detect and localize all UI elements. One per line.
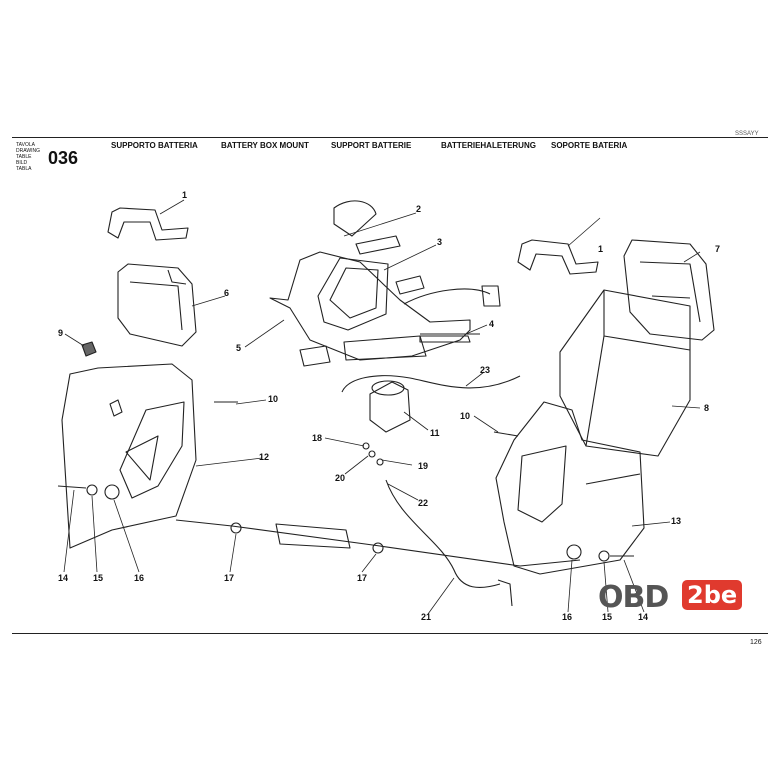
regulator-assembly — [269, 200, 501, 367]
callout-label: 14 — [638, 612, 648, 622]
callout-label: 19 — [418, 461, 428, 471]
callout-label: 4 — [489, 319, 494, 329]
callout-label: 13 — [671, 516, 681, 526]
nut-part-left — [104, 484, 120, 500]
callout-label: 7 — [715, 244, 720, 254]
title-english: BATTERY BOX MOUNT — [221, 141, 309, 150]
callout-label: 20 — [335, 473, 345, 483]
drawing-label: TABLA — [16, 166, 32, 172]
callout-label: 3 — [437, 237, 442, 247]
nut-part-right — [566, 544, 582, 560]
fastener-part-20 — [368, 450, 376, 458]
bracket-part-left — [107, 207, 189, 241]
fastener-part-19 — [376, 458, 384, 466]
title-italian: SUPPORTO BATTERIA — [111, 141, 198, 150]
callout-label: 12 — [259, 452, 269, 462]
drawing-label: TABLE — [16, 154, 32, 160]
callout-label: 11 — [430, 428, 440, 438]
callout-labels: 1 2 3 4 5 6 7 8 9 10 11 12 13 14 15 16 1… — [58, 190, 720, 622]
drawing-label: TAVOLA — [16, 142, 35, 148]
washer-part-right — [372, 542, 384, 554]
screw-part-10-right — [493, 431, 519, 437]
page-number: 126 — [750, 639, 762, 646]
drawing-label: DRAWING — [16, 148, 40, 154]
drawing-label-block: TAVOLA DRAWING TABLE BILD TABLA — [16, 142, 40, 172]
relay-part — [369, 380, 411, 433]
callout-label: 15 — [602, 612, 612, 622]
mount-plate-left — [61, 363, 197, 549]
bracket-part-right — [517, 239, 599, 275]
callout-label: 1 — [598, 244, 603, 254]
spacer-part-right — [598, 550, 610, 562]
callout-label: 2 — [416, 204, 421, 214]
callout-label: 22 — [418, 498, 428, 508]
cover-part-left — [117, 263, 197, 347]
battery-part — [559, 289, 691, 457]
watermark-logo: OBD 2be — [598, 578, 743, 615]
pad-part — [81, 341, 97, 357]
callout-label: 10 — [268, 394, 278, 404]
mount-plate-right — [495, 401, 645, 575]
drawing-code: 036 — [48, 148, 79, 168]
watermark-2be: 2be — [682, 580, 743, 610]
title-spanish: SOPORTE BATERIA — [551, 141, 628, 150]
callout-label: 9 — [58, 328, 63, 338]
callout-label: 17 — [357, 573, 367, 583]
callout-label: 5 — [236, 343, 241, 353]
callout-label: 6 — [224, 288, 229, 298]
washer-part-left — [230, 522, 242, 534]
cable-terminal — [497, 579, 513, 607]
spacer-part-left — [86, 484, 98, 496]
header-top-rule — [12, 137, 768, 138]
callout-label: 23 — [480, 365, 490, 375]
callout-label: 10 — [460, 411, 470, 421]
bolt-part — [419, 335, 471, 343]
callout-label: 16 — [134, 573, 144, 583]
callout-label: 16 — [562, 612, 572, 622]
clamp-part — [275, 523, 351, 549]
corner-text: SSSAYY — [735, 131, 759, 137]
cable-part-23 — [341, 375, 521, 393]
title-french: SUPPORT BATTERIE — [331, 141, 412, 150]
callout-label: 18 — [312, 433, 322, 443]
cable-part-21 — [385, 479, 501, 589]
callout-label: 8 — [704, 403, 709, 413]
footer-rule — [12, 633, 768, 634]
callout-label: 14 — [58, 573, 68, 583]
callout-label: 17 — [224, 573, 234, 583]
drawing-label: BILD — [16, 160, 28, 166]
cover-part-right — [623, 239, 715, 341]
watermark-obd: OBD — [598, 580, 669, 615]
callout-label: 15 — [93, 573, 103, 583]
mounting-rod — [175, 519, 581, 567]
screw-part-left — [57, 485, 87, 489]
leader-lines — [63, 199, 701, 615]
callout-label: 21 — [421, 612, 431, 622]
callout-label: 1 — [182, 190, 187, 200]
title-german: BATTERIEHALETERUNG — [441, 141, 536, 150]
